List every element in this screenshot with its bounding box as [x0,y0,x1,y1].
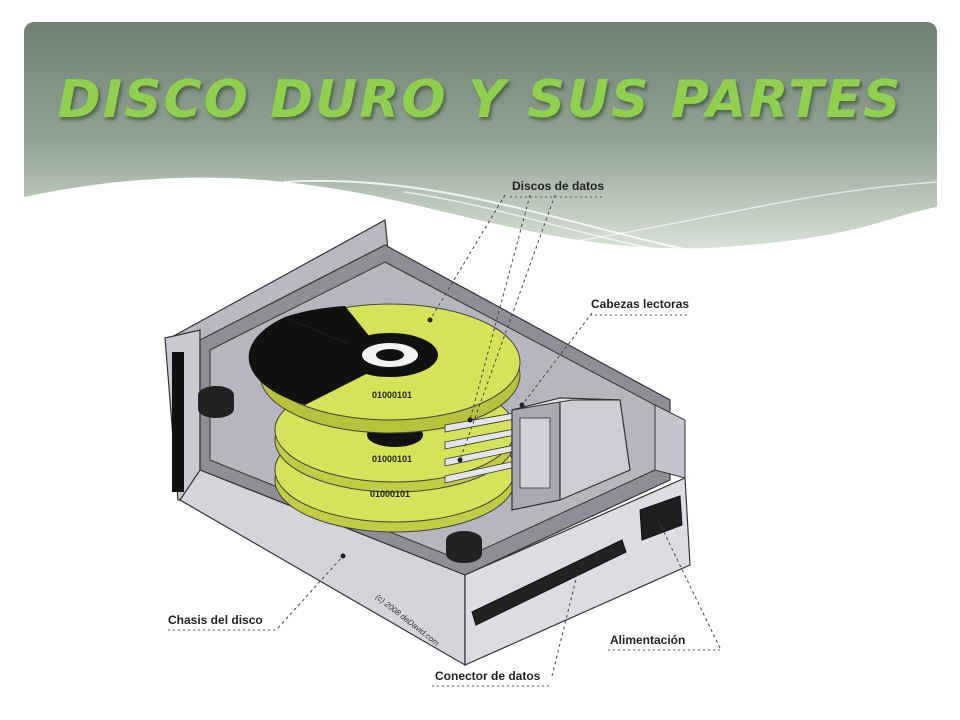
label-discos-de-datos: Discos de datos [512,179,604,193]
actuator-top [511,397,621,411]
slide-title: DISCO DURO Y SUS PARTES [57,70,903,130]
spindle-top [376,349,404,361]
label-chasis-del-disco: Chasis del disco [168,613,263,627]
chassis-right-corner [654,404,686,479]
actuator-panel [519,417,551,489]
leader-lines [277,194,721,677]
data-connector [471,539,627,626]
chassis-left-slot [172,352,184,492]
label-underlines [168,196,722,687]
header-banner [24,22,937,272]
platter-code-2: 01000101 [372,454,412,464]
platter-sector [248,317,390,405]
header-wave [24,177,937,272]
label-alimentacion: Alimentación [610,633,685,647]
platter-code-3: 01000101 [370,489,410,499]
platter-code-1: 01000101 [372,390,412,400]
corner-post-front-base [446,545,482,563]
read-head-arms [444,411,521,484]
power-connector [639,495,683,541]
corner-post-back-base [198,400,234,418]
label-cabezas-lectoras: Cabezas lectoras [591,297,689,311]
label-conector-de-datos: Conector de datos [435,669,541,683]
leader-dots [340,317,663,574]
